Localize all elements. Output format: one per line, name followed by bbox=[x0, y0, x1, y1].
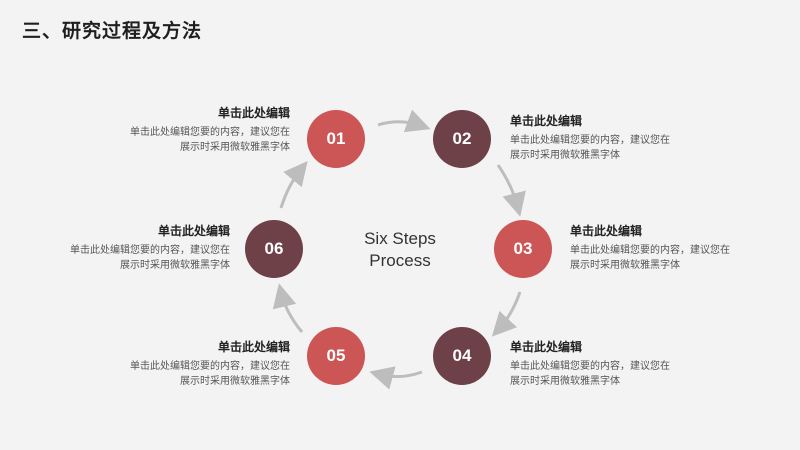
step-02-desc-line1: 单击此处编辑您要的内容，建议您在 bbox=[510, 135, 670, 146]
step-02-heading[interactable]: 单击此处编辑 bbox=[510, 114, 583, 128]
slide-title[interactable]: 三、研究过程及方法 bbox=[22, 20, 203, 42]
step-01-desc-line1: 单击此处编辑您要的内容，建议您在 bbox=[130, 127, 290, 138]
step-05-circle[interactable]: 05 bbox=[307, 327, 365, 385]
step-04-heading[interactable]: 单击此处编辑 bbox=[510, 340, 583, 354]
step-05-desc[interactable]: 单击此处编辑您要的内容，建议您在 展示时采用微软雅黑字体 bbox=[75, 359, 290, 389]
step-03-circle[interactable]: 03 bbox=[494, 220, 552, 278]
center-label-line2: Process bbox=[369, 251, 431, 270]
step-04-desc-line2: 展示时采用微软雅黑字体 bbox=[510, 376, 620, 387]
step-02-desc[interactable]: 单击此处编辑您要的内容，建议您在 展示时采用微软雅黑字体 bbox=[510, 133, 725, 163]
step-04-text[interactable]: 单击此处编辑 单击此处编辑您要的内容，建议您在 展示时采用微软雅黑字体 bbox=[510, 338, 725, 389]
step-03-desc[interactable]: 单击此处编辑您要的内容，建议您在 展示时采用微软雅黑字体 bbox=[570, 243, 785, 273]
step-06-heading[interactable]: 单击此处编辑 bbox=[157, 224, 230, 238]
step-01-circle[interactable]: 01 bbox=[307, 110, 365, 168]
arrow-01-to-02 bbox=[377, 109, 431, 133]
step-04-desc-line1: 单击此处编辑您要的内容，建议您在 bbox=[510, 361, 670, 372]
step-03-heading[interactable]: 单击此处编辑 bbox=[570, 224, 643, 238]
step-04-circle[interactable]: 04 bbox=[433, 327, 491, 385]
step-03-text[interactable]: 单击此处编辑 单击此处编辑您要的内容，建议您在 展示时采用微软雅黑字体 bbox=[570, 222, 785, 273]
arrow-04-to-05 bbox=[369, 366, 423, 390]
step-04-desc[interactable]: 单击此处编辑您要的内容，建议您在 展示时采用微软雅黑字体 bbox=[510, 359, 725, 389]
arrow-03-to-04 bbox=[491, 291, 522, 337]
step-05-text[interactable]: 单击此处编辑 单击此处编辑您要的内容，建议您在 展示时采用微软雅黑字体 bbox=[75, 338, 290, 389]
arrow-06-to-01 bbox=[279, 161, 308, 209]
step-06-desc[interactable]: 单击此处编辑您要的内容，建议您在 展示时采用微软雅黑字体 bbox=[15, 243, 230, 273]
step-03-desc-line1: 单击此处编辑您要的内容，建议您在 bbox=[570, 245, 730, 256]
step-06-desc-line1: 单击此处编辑您要的内容，建议您在 bbox=[70, 245, 230, 256]
step-05-desc-line2: 展示时采用微软雅黑字体 bbox=[180, 376, 290, 387]
step-02-circle[interactable]: 02 bbox=[433, 110, 491, 168]
step-06-desc-line2: 展示时采用微软雅黑字体 bbox=[120, 260, 230, 271]
center-label: Six Steps Process bbox=[345, 228, 455, 272]
arrow-05-to-06 bbox=[272, 283, 304, 333]
step-01-desc[interactable]: 单击此处编辑您要的内容，建议您在 展示时采用微软雅黑字体 bbox=[75, 125, 290, 155]
step-05-heading[interactable]: 单击此处编辑 bbox=[217, 340, 290, 354]
step-01-desc-line2: 展示时采用微软雅黑字体 bbox=[180, 142, 290, 153]
step-06-text[interactable]: 单击此处编辑 单击此处编辑您要的内容，建议您在 展示时采用微软雅黑字体 bbox=[15, 222, 230, 273]
step-06-circle[interactable]: 06 bbox=[245, 220, 303, 278]
arrow-02-to-03 bbox=[496, 164, 526, 217]
center-label-line1: Six Steps bbox=[364, 229, 436, 248]
step-03-desc-line2: 展示时采用微软雅黑字体 bbox=[570, 260, 680, 271]
step-02-desc-line2: 展示时采用微软雅黑字体 bbox=[510, 150, 620, 161]
step-01-heading[interactable]: 单击此处编辑 bbox=[217, 106, 290, 120]
step-05-desc-line1: 单击此处编辑您要的内容，建议您在 bbox=[130, 361, 290, 372]
step-02-text[interactable]: 单击此处编辑 单击此处编辑您要的内容，建议您在 展示时采用微软雅黑字体 bbox=[510, 112, 725, 163]
step-01-text[interactable]: 单击此处编辑 单击此处编辑您要的内容，建议您在 展示时采用微软雅黑字体 bbox=[75, 104, 290, 155]
